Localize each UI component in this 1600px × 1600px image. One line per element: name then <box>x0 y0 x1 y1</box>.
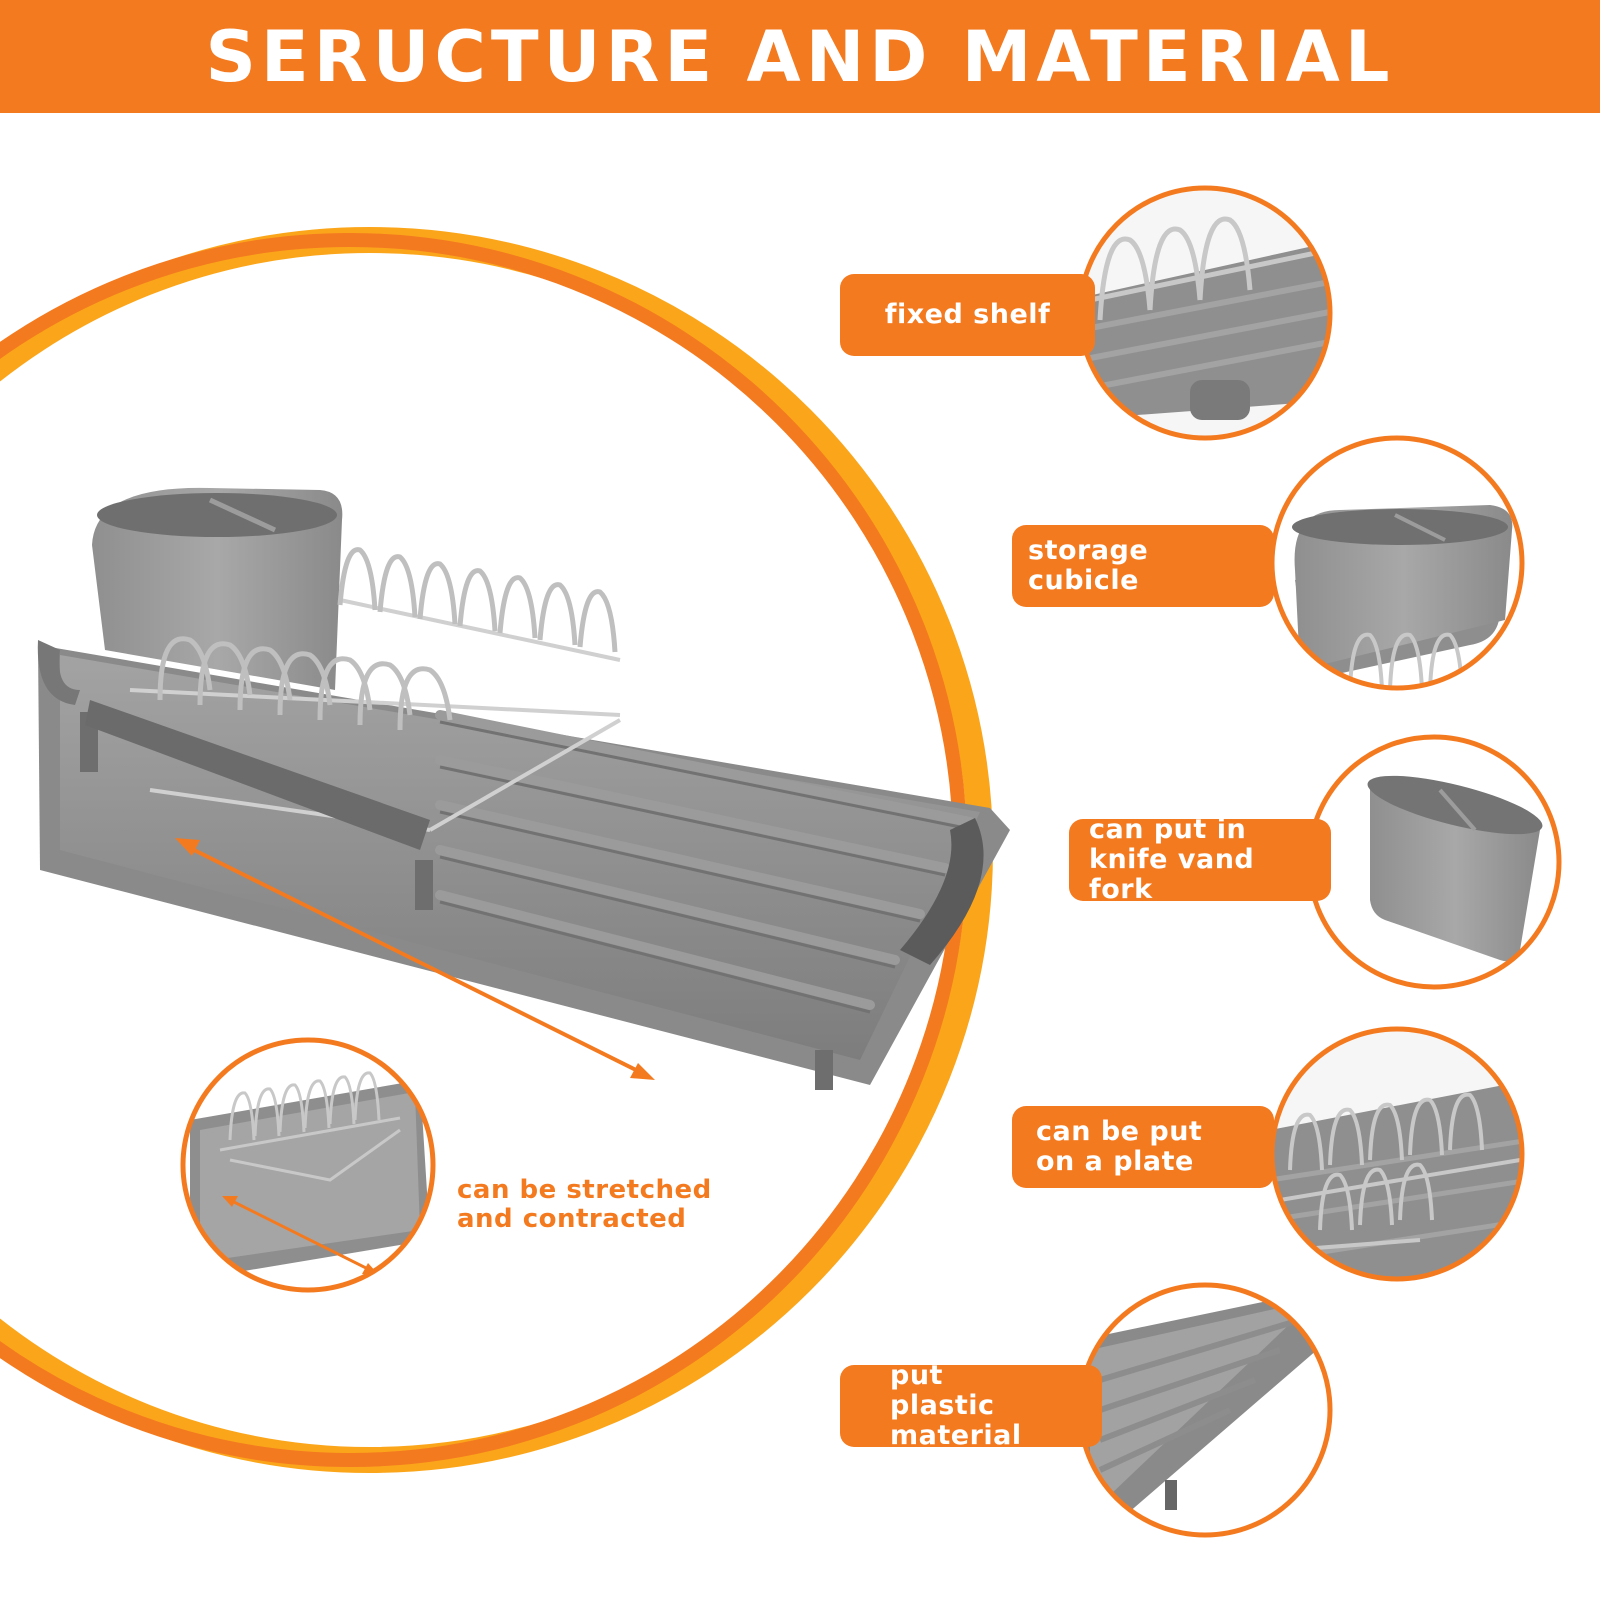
utensil-holder-closeup <box>1306 734 1562 990</box>
page-title: SERUCTURE AND MATERIAL <box>205 15 1395 98</box>
stretch-closeup <box>180 1037 436 1293</box>
callout-label: fixed shelf <box>884 299 1051 330</box>
callout-label: put plastic material <box>890 1360 1022 1451</box>
drain-tray-closeup <box>1077 1282 1333 1538</box>
header-banner: SERUCTURE AND MATERIAL <box>0 0 1600 113</box>
callout-fixed-shelf: fixed shelf <box>840 274 1095 356</box>
stretch-arrow <box>175 838 655 1080</box>
callout-plate: can be put on a plate <box>1012 1106 1274 1188</box>
stretch-note-text: can be stretched and contracted <box>457 1175 712 1234</box>
callout-label: can put in knife vand fork <box>1089 814 1255 905</box>
dish-rack-main <box>37 487 1010 1090</box>
fixed-shelf-closeup <box>1077 185 1333 441</box>
callout-label: can be put on a plate <box>1036 1116 1203 1177</box>
storage-cubicle-closeup <box>1269 435 1525 691</box>
callout-knife-fork: can put in knife vand fork <box>1069 815 1331 905</box>
plate-rack-closeup <box>1269 1026 1525 1282</box>
callout-storage-cubicle: storage cubicle <box>1012 525 1274 607</box>
callout-plastic-material: put plastic material <box>840 1361 1102 1451</box>
callout-label: storage cubicle <box>1028 535 1149 596</box>
stretch-note: can be stretched and contracted <box>457 1176 737 1234</box>
